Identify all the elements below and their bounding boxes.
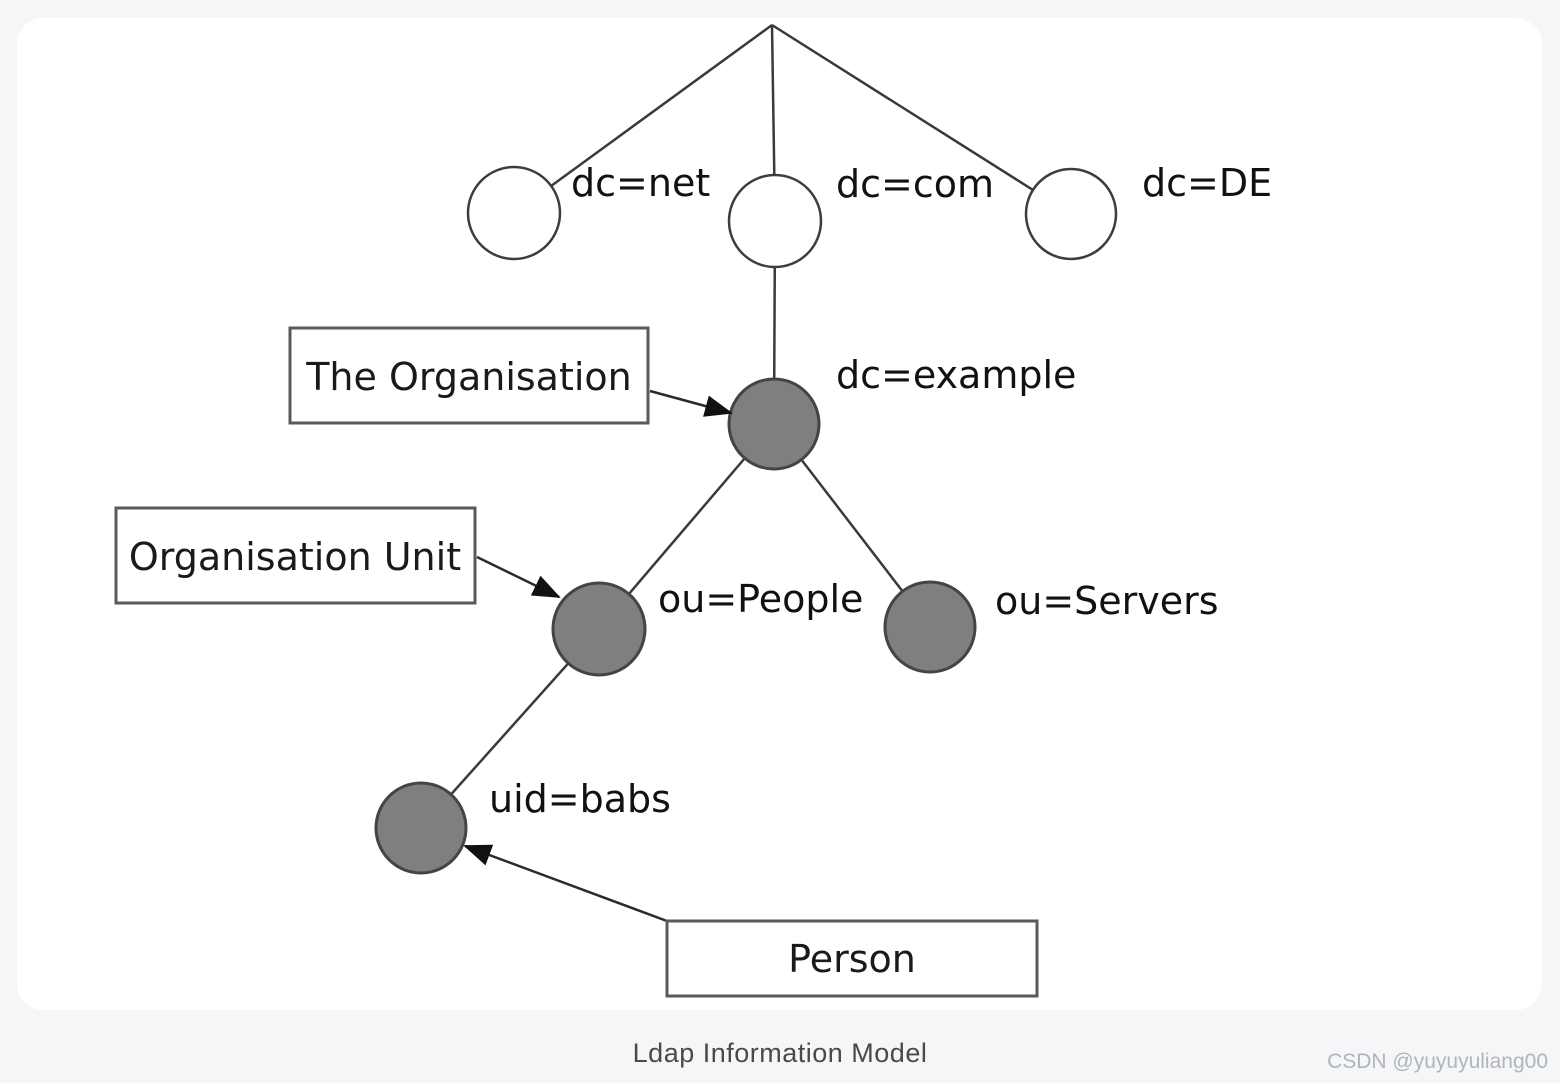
- arrow-person: [463, 844, 668, 923]
- callout-the-organisation: The Organisation: [288, 326, 650, 425]
- node-label-dc-net: dc=net: [571, 161, 710, 205]
- callout-box-person: [665, 919, 1039, 998]
- callout-person: Person: [665, 919, 1039, 998]
- node-label-ou-people: ou=People: [658, 577, 863, 621]
- node-label-dc-de: dc=DE: [1142, 161, 1272, 205]
- node-dc-com: [727, 173, 823, 269]
- callout-label-organisation-unit: Organisation Unit: [129, 535, 461, 579]
- node-uid-babs: [374, 781, 468, 875]
- node-label-ou-servers: ou=Servers: [995, 579, 1219, 623]
- csdn-watermark: CSDN @yuyuyuliang00: [1327, 1050, 1548, 1073]
- arrow-organisation-unit: [476, 555, 561, 599]
- callout-box-organisation-unit: [114, 506, 477, 605]
- node-dc-de: [1024, 167, 1118, 261]
- node-dc-example: [727, 377, 821, 471]
- arrow-the-organisation: [649, 389, 733, 417]
- edge-root-dc-de: [771, 23, 1072, 216]
- callout-organisation-unit: Organisation Unit: [114, 506, 477, 605]
- node-ou-people: [551, 581, 647, 677]
- callout-label-the-organisation: The Organisation: [305, 355, 632, 399]
- node-ou-servers: [883, 580, 977, 674]
- edge-root-dc-net: [513, 23, 773, 215]
- node-dc-net: [466, 165, 562, 261]
- callout-box-the-organisation: [288, 326, 650, 425]
- callout-label-person: Person: [788, 937, 916, 981]
- node-label-dc-example: dc=example: [836, 353, 1076, 397]
- node-label-dc-com: dc=com: [836, 162, 994, 206]
- node-label-uid-babs: uid=babs: [489, 777, 671, 821]
- figure-caption: Ldap Information Model: [632, 1038, 928, 1068]
